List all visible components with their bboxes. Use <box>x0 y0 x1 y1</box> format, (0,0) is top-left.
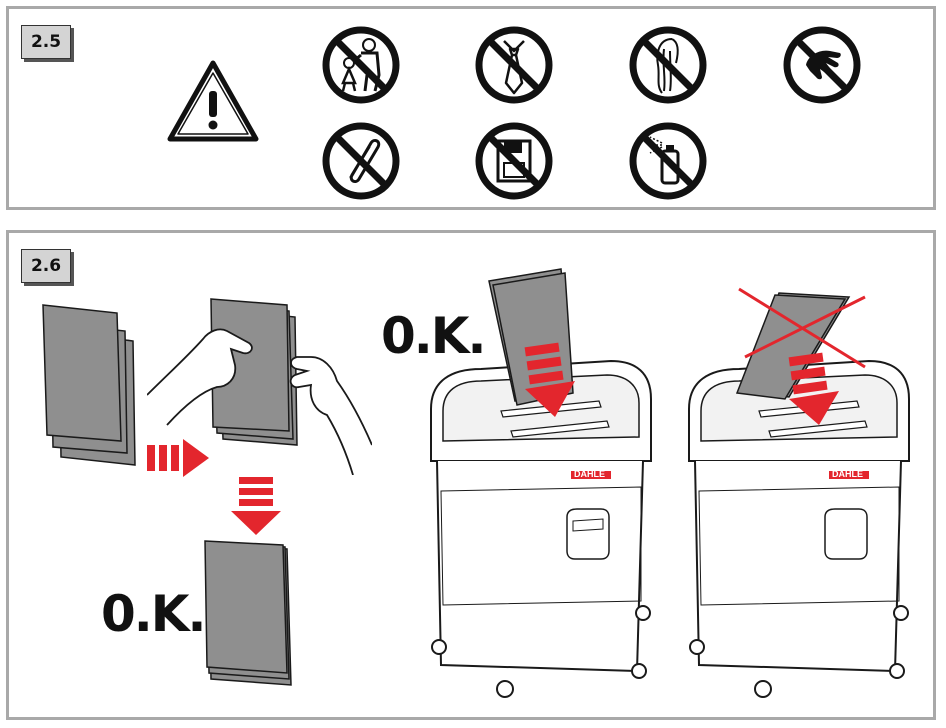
no-tie-icon <box>475 26 553 104</box>
no-children-icon <box>322 26 400 104</box>
no-long-hair-icon <box>629 26 707 104</box>
panel-step-2-6: 2.6 0.K. 0.K. <box>6 230 936 720</box>
brand-label: DAHLE <box>574 469 605 479</box>
warning-triangle-icon <box>167 60 259 142</box>
red-dashed-arrow-right-icon <box>147 439 209 477</box>
no-floppy-disk-icon <box>475 122 553 200</box>
no-aerosol-spray-icon <box>629 122 707 200</box>
red-dashed-arrow-down-icon <box>231 477 281 535</box>
step-number-badge: 2.6 <box>21 249 71 283</box>
loose-paper-stack-illustration <box>42 304 136 466</box>
no-paper-clip-icon <box>322 122 400 200</box>
brand-label: DAHLE <box>832 469 863 479</box>
hands-aligning-paper-illustration <box>147 298 372 475</box>
shredder-incorrect-feed-illustration <box>688 287 910 698</box>
ok-label-stack: 0.K. <box>101 585 207 643</box>
ok-label-shredder: 0.K. <box>381 307 487 365</box>
aligned-paper-stack-illustration <box>204 540 292 686</box>
no-hand-icon <box>783 26 861 104</box>
shredder-correct-feed-illustration <box>430 268 652 698</box>
panel-step-2-5: 2.5 <box>6 6 936 210</box>
step-number-badge: 2.5 <box>21 25 71 59</box>
